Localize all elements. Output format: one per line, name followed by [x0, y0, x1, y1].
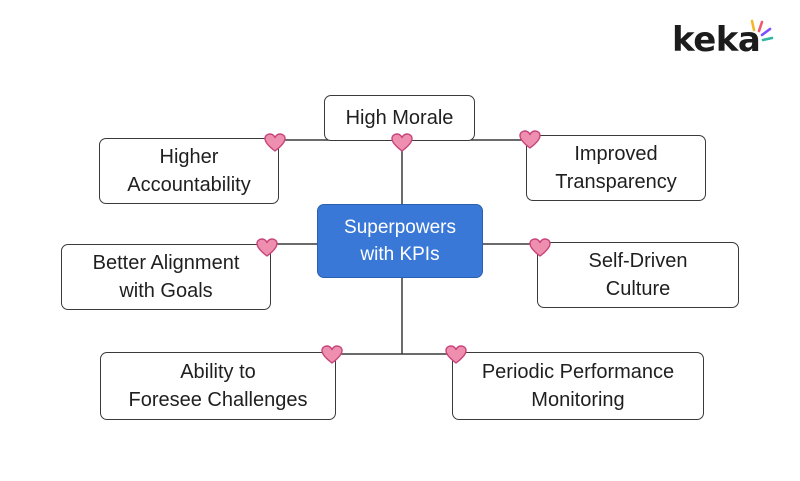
heart-icon	[445, 345, 467, 364]
node-improved-transparency-line1: Improved	[574, 143, 658, 165]
keka-logo: keka	[672, 16, 780, 64]
logo-wordmark: keka	[672, 20, 761, 60]
center-node-line1: Superpowers	[344, 217, 456, 238]
node-higher-accountability-line1: Higher	[159, 146, 219, 168]
heart-icon	[256, 238, 278, 257]
node-periodic-monitoring-line2: Monitoring	[531, 389, 625, 411]
node-better-alignment-line2: with Goals	[119, 280, 213, 302]
node-self-driven-line1: Self-Driven	[588, 250, 688, 272]
center-node-line2: with KPIs	[360, 244, 440, 265]
node-better-alignment: Better Alignment with Goals	[61, 244, 271, 310]
heart-icon	[391, 133, 413, 152]
logo-rays-icon	[750, 19, 774, 42]
node-improved-transparency-line2: Transparency	[555, 171, 677, 193]
node-periodic-performance-monitoring: Periodic Performance Monitoring	[452, 352, 704, 420]
node-high-morale-label: High Morale	[345, 107, 454, 129]
heart-icon	[264, 133, 286, 152]
heart-icon	[529, 238, 551, 257]
node-ability-foresee-line1: Ability to	[180, 361, 256, 383]
node-self-driven-culture: Self-Driven Culture	[537, 242, 739, 308]
node-better-alignment-line1: Better Alignment	[92, 252, 240, 274]
node-improved-transparency: Improved Transparency	[526, 135, 706, 201]
node-periodic-monitoring-line1: Periodic Performance	[481, 361, 675, 383]
center-node-superpowers: Superpowers with KPIs	[317, 204, 483, 278]
node-higher-accountability: Higher Accountability	[99, 138, 279, 204]
node-self-driven-line2: Culture	[605, 278, 671, 300]
heart-icon	[321, 345, 343, 364]
node-ability-foresee-challenges: Ability to Foresee Challenges	[100, 352, 336, 420]
heart-icon	[519, 130, 541, 149]
node-higher-accountability-line2: Accountability	[127, 174, 251, 196]
node-ability-foresee-line2: Foresee Challenges	[128, 389, 308, 411]
